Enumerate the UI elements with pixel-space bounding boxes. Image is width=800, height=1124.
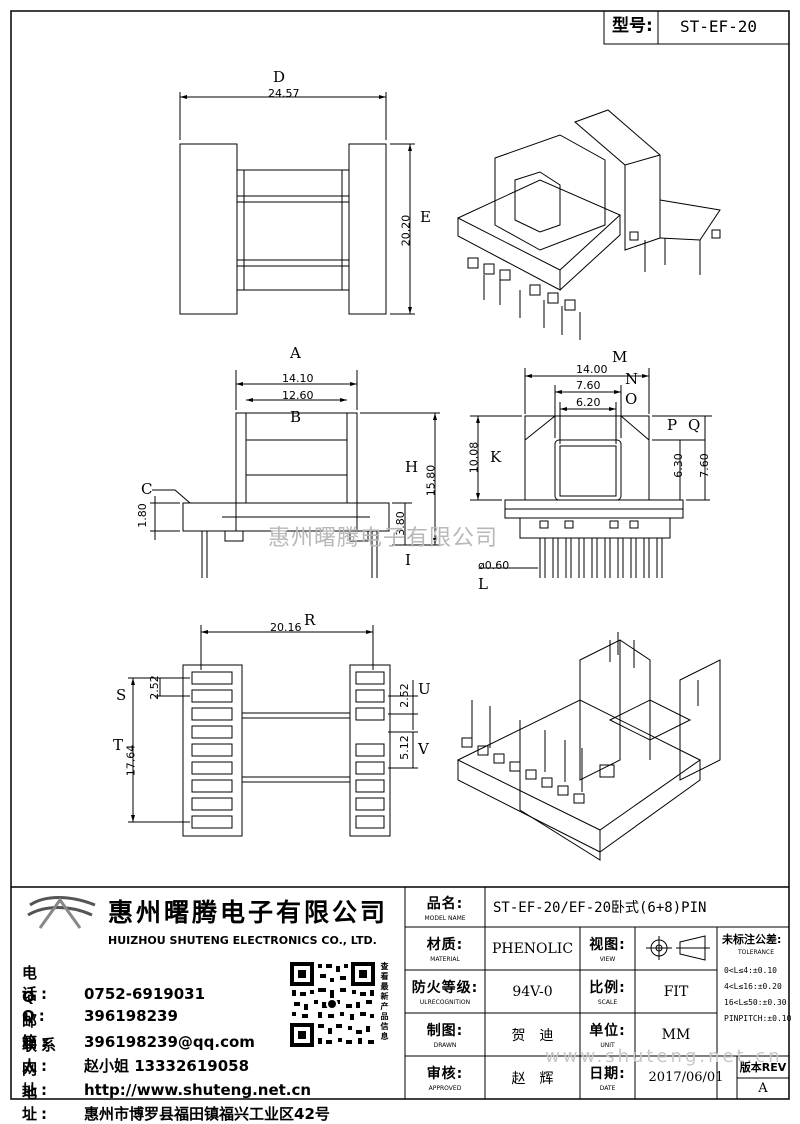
dim-letter-n: N xyxy=(625,370,639,388)
flame-label: 防火等级:ULRECOGNITION xyxy=(411,980,479,1006)
dim-value-o: 6.20 xyxy=(576,396,601,409)
dim-value-r: 20.16 xyxy=(270,621,302,634)
tolerance-line: 16<L≤50:±0.30 xyxy=(724,998,787,1007)
dim-letter-p: P xyxy=(667,416,678,434)
model-name-label: 品名:MODEL NAME xyxy=(424,895,466,922)
tolerance-en: TOLERANCE xyxy=(738,949,775,956)
dim-letter-h: H xyxy=(405,458,419,476)
dim-letter-d: D xyxy=(273,68,286,86)
dim-letter-r: R xyxy=(304,611,316,629)
contact-website[interactable]: 网 址:http://www.shuteng.net.cn xyxy=(22,1060,312,1099)
dim-letter-e: E xyxy=(420,208,431,226)
dim-value-u: 2.52 xyxy=(397,683,411,708)
dim-letter-m: M xyxy=(612,348,628,366)
dim-letter-q: Q xyxy=(688,416,701,434)
date-value: 2017/06/01 xyxy=(648,1070,724,1085)
dim-value-c: 1.80 xyxy=(135,503,149,528)
dim-letter-i: I xyxy=(405,551,411,569)
dim-letter-o: O xyxy=(625,390,638,408)
scale-label: 比例:SCALE xyxy=(589,980,626,1006)
dim-value-s: 2.52 xyxy=(147,675,161,700)
tolerance-line: PINPITCH:±0.10 xyxy=(724,1014,792,1023)
model-name-value: ST-EF-20/EF-20卧式(6+8)PIN xyxy=(493,900,707,916)
unit-label: 单位:UNIT xyxy=(589,1023,626,1049)
dim-value-d: 24.57 xyxy=(268,87,300,100)
front-view xyxy=(470,368,712,578)
company-name-cn: 惠州曙腾电子有限公司 xyxy=(108,898,389,927)
contact-email: 邮 箱:396198239@qq.com xyxy=(22,1012,255,1051)
dim-value-b: 12.60 xyxy=(282,389,314,402)
revision-value: A xyxy=(758,1081,768,1096)
dim-value-l: ø0.60 xyxy=(478,559,510,572)
dim-value-q: 7.60 xyxy=(697,453,711,478)
flame-value: 94V-0 xyxy=(512,983,553,1000)
dim-letter-u: U xyxy=(418,680,431,698)
contact-phone: 电 话:0752-6919031 xyxy=(22,964,206,1003)
dim-letter-b: B xyxy=(290,408,302,426)
scale-value: FIT xyxy=(663,983,689,1000)
footer-watermark: www.shuteng.net.cn xyxy=(545,1046,783,1067)
date-label: 日期:DATE xyxy=(589,1066,626,1092)
iso-view-top xyxy=(456,109,721,340)
dim-letter-t: T xyxy=(113,736,124,754)
top-view xyxy=(179,92,415,315)
tolerance-line: 0<L≤4:±0.10 xyxy=(724,966,777,975)
dim-letter-a: A xyxy=(290,344,301,362)
dim-value-n: 7.60 xyxy=(576,379,601,392)
dim-value-m: 14.00 xyxy=(576,363,608,376)
approved-value: 赵 辉 xyxy=(511,1070,554,1087)
unit-value: MM xyxy=(661,1026,691,1043)
view-label: 视图:VIEW xyxy=(589,937,626,963)
dim-value-t: 17.64 xyxy=(124,744,138,777)
dim-letter-l: L xyxy=(478,575,488,593)
dim-letter-k: K xyxy=(490,448,502,466)
qr-caption: 查看最新产品信息 xyxy=(380,962,389,1042)
dim-value-a: 14.10 xyxy=(282,372,314,385)
dim-letter-c: C xyxy=(141,480,153,498)
contact-address: 地 址:惠州市博罗县福田镇福兴工业区42号 xyxy=(22,1084,330,1123)
title-block-grid xyxy=(404,887,789,1099)
iso-view-bottom xyxy=(456,632,721,861)
model-value: ST-EF-20 xyxy=(680,17,758,36)
tolerance-line: 4<L≤16:±0.20 xyxy=(724,982,782,991)
tolerance-title: 未标注公差: xyxy=(722,933,782,946)
company-logo xyxy=(27,896,96,929)
side-view xyxy=(150,370,440,578)
center-watermark: 惠州曙腾电子有限公司 xyxy=(268,526,499,551)
contact-qq: Q Q:396198239 xyxy=(22,988,178,1025)
material-label: 材质:MATERIAL xyxy=(426,937,464,963)
drawn-label: 制图:DRAWN xyxy=(426,1023,464,1049)
dim-value-p: 6.30 xyxy=(671,453,685,478)
dim-letter-s: S xyxy=(116,686,127,704)
revision-label: 版本REV xyxy=(739,1061,787,1074)
dim-value-v: 5.12 xyxy=(397,735,411,760)
model-label: 型号: xyxy=(612,16,653,36)
dim-value-k: 10.08 xyxy=(467,441,481,474)
qr-code xyxy=(290,962,375,1047)
bottom-view xyxy=(128,625,418,837)
dim-value-e: 20.20 xyxy=(399,214,413,247)
company-name-en: HUIZHOU SHUTENG ELECTRONICS CO., LTD. xyxy=(108,934,377,947)
approved-label: 审核:APPROVED xyxy=(426,1066,464,1092)
dim-letter-v: V xyxy=(418,740,429,758)
material-value: PHENOLIC xyxy=(491,940,574,957)
contact-person: 联系人:赵小姐 13332619058 xyxy=(22,1036,250,1075)
dim-value-h: 15.80 xyxy=(424,464,438,497)
drawn-value: 贺 迪 xyxy=(511,1027,554,1044)
